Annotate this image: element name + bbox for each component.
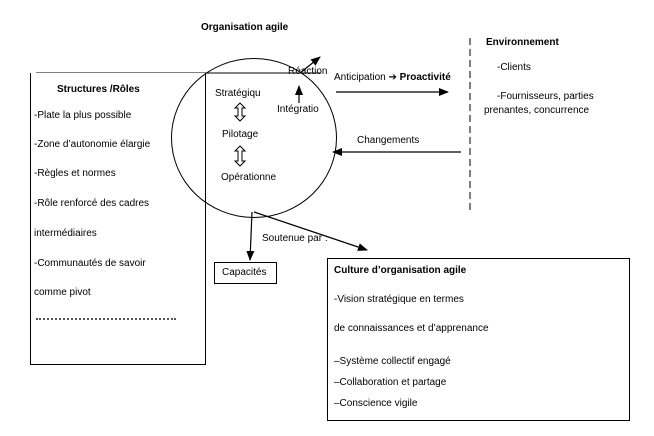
structures-item-5: intermédiaires bbox=[34, 228, 97, 239]
anticipation-label: Anticipation ➔ Proactivité bbox=[334, 72, 451, 84]
level-strategique: Stratégiqu bbox=[215, 88, 261, 99]
level-operationnel: Opérationne bbox=[221, 172, 277, 183]
culture-title: Culture d’organisation agile bbox=[334, 265, 467, 276]
environment-title: Environnement bbox=[486, 37, 559, 48]
anticipation-text: Anticipation bbox=[334, 72, 386, 83]
truncated-text-line bbox=[36, 318, 176, 323]
culture-box bbox=[327, 258, 630, 421]
structures-item-3: -Règles et normes bbox=[34, 168, 116, 179]
structures-item-1: -Plate la plus possible bbox=[34, 110, 132, 121]
soutenue-line-down bbox=[246, 211, 255, 261]
diagram-title: Organisation agile bbox=[201, 22, 289, 33]
arrow-icon: ➔ bbox=[388, 72, 397, 83]
environment-item-1: -Clients bbox=[497, 62, 531, 73]
capacites-label: Capacités bbox=[222, 267, 267, 278]
structures-item-2: -Zone d’autonomie élargie bbox=[34, 139, 151, 150]
culture-line-2: de connaissances et d’apprenance bbox=[334, 323, 489, 334]
culture-item-3: –Conscience vigile bbox=[334, 398, 418, 409]
soutenue-line-right bbox=[253, 211, 368, 251]
capacites-box bbox=[214, 262, 277, 284]
agile-organisation-circle bbox=[171, 58, 337, 218]
integration-label: Intégratio bbox=[277, 104, 319, 115]
culture-item-2: –Collaboration et partage bbox=[334, 377, 447, 388]
culture-line-1: -Vision stratégique en termes bbox=[334, 294, 464, 305]
environment-item-2: -Fournisseurs, parties bbox=[497, 91, 594, 102]
structures-item-6: -Communautés de savoir bbox=[34, 258, 146, 269]
proactivite-text: Proactivité bbox=[399, 72, 451, 83]
soutenue-label: Soutenue par : bbox=[262, 233, 328, 244]
culture-item-1: –Système collectif engagé bbox=[334, 356, 451, 367]
changements-label: Changements bbox=[357, 135, 420, 146]
environment-item-3: prenantes, concurrence bbox=[484, 105, 590, 116]
reaction-label: Réaction bbox=[288, 66, 328, 77]
reaction-arrow-tip bbox=[299, 56, 321, 74]
structures-item-7: comme pivot bbox=[34, 287, 91, 298]
structures-title: Structures /Rôles bbox=[57, 84, 140, 95]
level-pilotage: Pilotage bbox=[222, 129, 259, 140]
structures-item-4: -Rôle renforcé des cadres bbox=[34, 198, 150, 209]
